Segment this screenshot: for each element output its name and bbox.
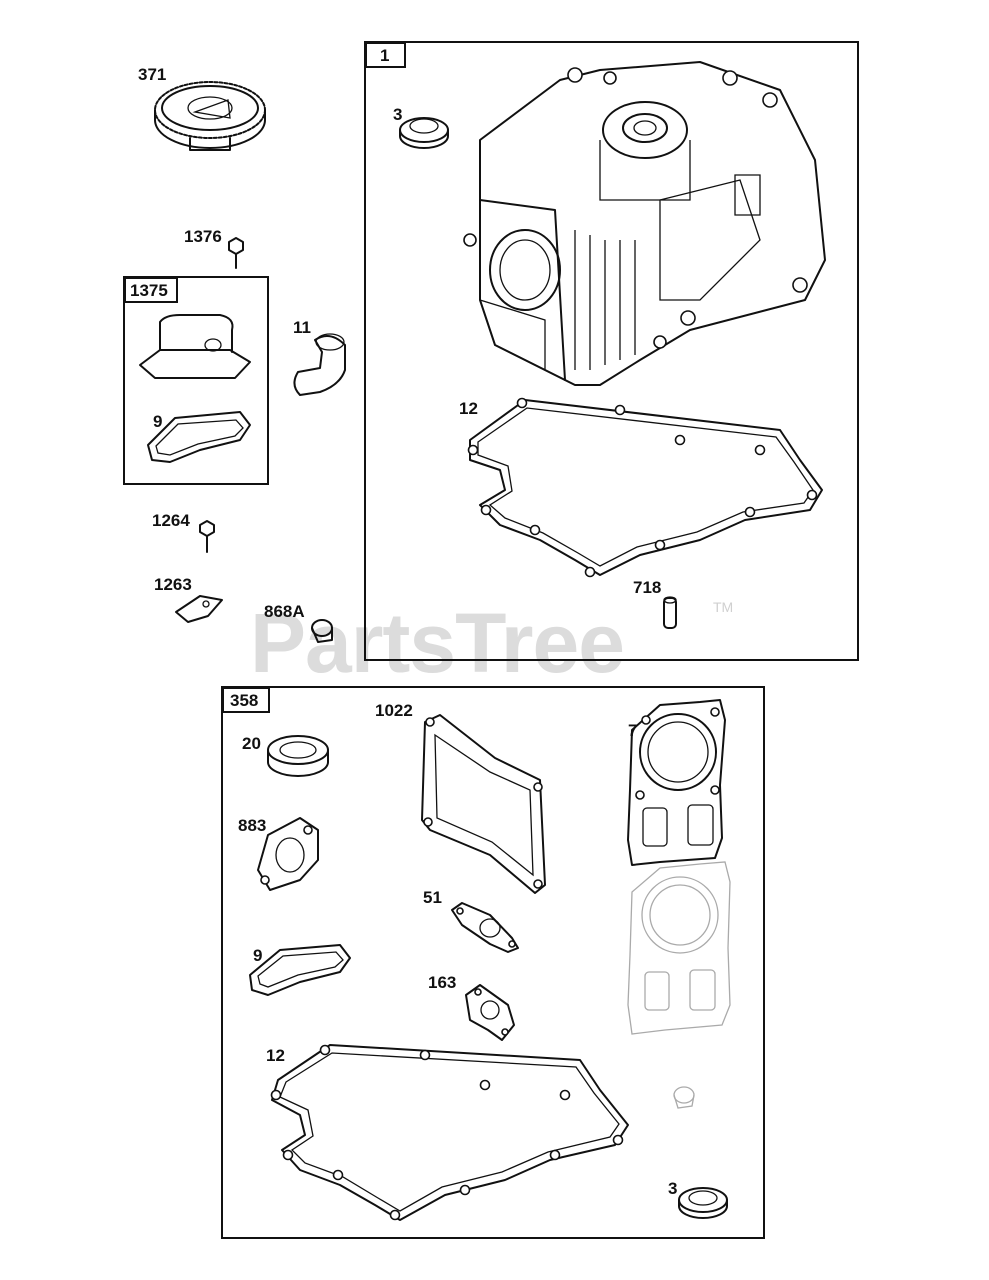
label-9-top[interactable]: 9 — [153, 412, 162, 431]
label-11[interactable]: 11 — [293, 318, 311, 337]
bolt-part-1376[interactable] — [228, 237, 244, 269]
watermark-trademark: TM — [713, 599, 733, 615]
label-3-top[interactable]: 3 — [393, 105, 402, 124]
label-20[interactable]: 20 — [242, 734, 261, 753]
label-868a[interactable]: 868A — [264, 602, 305, 621]
crankcase-gasket-part-12-bottom[interactable] — [270, 1044, 629, 1221]
gasket-part-51[interactable] — [451, 902, 519, 953]
label-1264[interactable]: 1264 — [152, 511, 190, 530]
screw-part-1264[interactable] — [199, 520, 215, 553]
label-1376[interactable]: 1376 — [184, 227, 222, 246]
label-883[interactable]: 883 — [238, 816, 266, 835]
box-1375-label: 1375 — [130, 281, 168, 300]
breather-gasket-part-9-bottom[interactable] — [249, 944, 351, 996]
plate-part-1263[interactable] — [175, 595, 223, 623]
gasket-part-163[interactable] — [465, 984, 515, 1041]
crankcase-part-1[interactable] — [463, 61, 826, 386]
box-1-frame — [364, 41, 859, 661]
box-358-frame — [221, 686, 765, 1239]
head-gasket-part-7[interactable] — [627, 699, 726, 866]
dowel-pin-part-718[interactable] — [663, 596, 677, 629]
box-1-label: 1 — [380, 46, 389, 65]
box-1375-tag — [124, 277, 178, 303]
bushing-part-868a[interactable] — [311, 619, 333, 643]
label-9-bottom[interactable]: 9 — [253, 946, 262, 965]
label-1022[interactable]: 1022 — [375, 701, 413, 720]
breather-cover-part-1375[interactable] — [139, 314, 251, 379]
head-gasket-ghost — [627, 861, 731, 1035]
box-1-tag — [365, 42, 406, 68]
oil-seal-part-20[interactable] — [267, 735, 329, 777]
label-7[interactable]: 7 — [628, 721, 637, 740]
gasket-part-1022[interactable] — [421, 714, 546, 894]
box-358-tag — [222, 687, 270, 713]
oil-seal-part-3-top[interactable] — [399, 117, 449, 149]
label-1263[interactable]: 1263 — [154, 575, 192, 594]
governor-gear-part-371[interactable] — [154, 81, 266, 151]
watermark-text: PartsTree — [250, 596, 624, 690]
label-718[interactable]: 718 — [633, 578, 661, 597]
breather-gasket-part-9-top[interactable] — [147, 411, 251, 463]
gasket-part-883[interactable] — [257, 817, 319, 891]
breather-tube-part-11[interactable] — [293, 333, 346, 396]
label-163[interactable]: 163 — [428, 973, 456, 992]
crankcase-gasket-part-12-top[interactable] — [467, 397, 823, 578]
label-12-top[interactable]: 12 — [459, 399, 478, 418]
box-1375-frame — [123, 276, 269, 485]
label-3-bottom[interactable]: 3 — [668, 1179, 677, 1198]
label-371[interactable]: 371 — [138, 65, 166, 84]
box-358-label: 358 — [230, 691, 258, 710]
bushing-ghost — [673, 1086, 695, 1109]
oil-seal-part-3-bottom[interactable] — [678, 1187, 728, 1219]
label-12-bottom[interactable]: 12 — [266, 1046, 285, 1065]
label-51[interactable]: 51 — [423, 888, 442, 907]
